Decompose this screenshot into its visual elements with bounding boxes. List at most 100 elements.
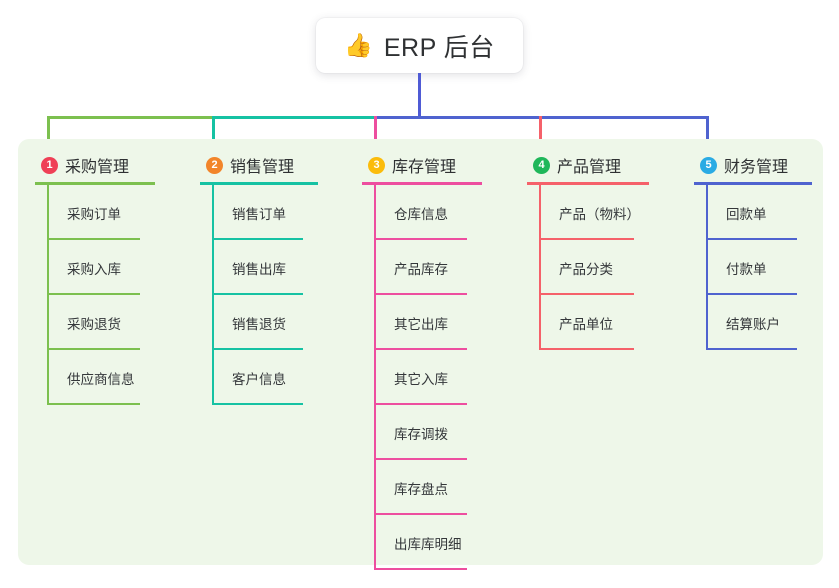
branch-item-label: 回款单 — [726, 206, 767, 222]
branch-item[interactable]: 回款单 — [706, 185, 832, 240]
connector-drop-3 — [374, 116, 377, 147]
branch-number-badge: 1 — [41, 156, 58, 174]
branch-item[interactable]: 付款单 — [706, 240, 832, 295]
branch-item-rule — [374, 568, 467, 570]
branch-item-label: 付款单 — [726, 261, 767, 277]
branch-header-2[interactable]: 2 销售管理 — [200, 151, 338, 179]
branch-item-rule — [539, 238, 634, 240]
branch-item[interactable]: 仓库信息 — [374, 185, 502, 240]
branch-item-label: 采购退货 — [67, 316, 121, 332]
branch-items: 回款单付款单结算账户 — [694, 185, 832, 350]
branch-item[interactable]: 库存调拨 — [374, 405, 502, 460]
branch-header-rule — [200, 182, 318, 185]
branch-item[interactable]: 销售订单 — [212, 185, 338, 240]
branch-item-label: 出库库明细 — [394, 536, 462, 552]
branch-title: 产品管理 — [557, 159, 622, 176]
branch-item-rule — [706, 238, 797, 240]
connector-drop-2 — [212, 116, 215, 147]
branch-header-4[interactable]: 4 产品管理 — [527, 151, 669, 179]
branch-item-rule — [47, 293, 140, 295]
branch-title: 财务管理 — [724, 159, 789, 176]
branch-item[interactable]: 其它入库 — [374, 350, 502, 405]
branch-spine — [374, 185, 376, 570]
branch-item-label: 客户信息 — [232, 371, 286, 387]
branch-header-5[interactable]: 5 财务管理 — [694, 151, 832, 179]
branch-item[interactable]: 产品单位 — [539, 295, 669, 350]
branch-item-label: 结算账户 — [726, 316, 780, 332]
connector-drop-5 — [706, 116, 709, 147]
branch-item-label: 采购订单 — [67, 206, 121, 222]
branch-item-label: 产品库存 — [394, 261, 448, 277]
branch-title: 销售管理 — [230, 159, 295, 176]
branch-header-rule — [527, 182, 649, 185]
branch-item[interactable]: 销售出库 — [212, 240, 338, 295]
branch-column-1: 1 采购管理采购订单采购入库采购退货供应商信息 — [35, 151, 175, 405]
branch-item[interactable]: 客户信息 — [212, 350, 338, 405]
branch-column-4: 4 产品管理产品（物料） 产品分类产品单位 — [527, 151, 669, 350]
branch-spine — [539, 185, 541, 350]
branch-item[interactable]: 出库库明细 — [374, 515, 502, 570]
branch-item-label: 销售订单 — [232, 206, 286, 222]
branch-item-rule — [374, 458, 467, 460]
branch-item-rule — [374, 238, 467, 240]
branch-title: 采购管理 — [65, 159, 130, 176]
branch-item[interactable]: 采购入库 — [47, 240, 175, 295]
branch-item-rule — [212, 403, 303, 405]
branch-item-rule — [212, 238, 303, 240]
branch-item[interactable]: 采购订单 — [47, 185, 175, 240]
branch-item-label: 库存盘点 — [394, 481, 448, 497]
root-node[interactable]: 👍 ERP 后台 — [316, 18, 523, 73]
branch-items: 仓库信息产品库存其它出库其它入库库存调拨库存盘点出库库明细 — [362, 185, 502, 570]
branch-item-rule — [374, 293, 467, 295]
branch-item-rule — [374, 348, 467, 350]
branch-spine — [47, 185, 49, 405]
branch-item-rule — [706, 293, 797, 295]
root-stem — [418, 73, 421, 119]
branch-items: 采购订单采购入库采购退货供应商信息 — [35, 185, 175, 405]
branch-item-label: 采购入库 — [67, 261, 121, 277]
hbar-teal — [212, 116, 374, 119]
branch-item[interactable]: 其它出库 — [374, 295, 502, 350]
branch-item[interactable]: 库存盘点 — [374, 460, 502, 515]
branch-item-rule — [212, 348, 303, 350]
branch-item-label: 库存调拨 — [394, 426, 448, 442]
branch-header-1[interactable]: 1 采购管理 — [35, 151, 175, 179]
branch-item-rule — [374, 513, 467, 515]
branch-item-rule — [539, 293, 634, 295]
connector-drop-1 — [47, 116, 50, 147]
branch-spine — [706, 185, 708, 350]
branch-item-label: 产品（物料） — [559, 206, 640, 222]
branch-item-label: 销售退货 — [232, 316, 286, 332]
hbar-green — [47, 116, 212, 119]
branch-header-rule — [35, 182, 155, 185]
branch-number-badge: 2 — [206, 156, 223, 174]
branch-item-rule — [47, 238, 140, 240]
branch-item-label: 其它出库 — [394, 316, 448, 332]
branch-item-label: 产品单位 — [559, 316, 613, 332]
branch-items: 产品（物料） 产品分类产品单位 — [527, 185, 669, 350]
branch-item[interactable]: 供应商信息 — [47, 350, 175, 405]
branch-item[interactable]: 销售退货 — [212, 295, 338, 350]
branch-spine — [212, 185, 214, 405]
branch-item[interactable]: 结算账户 — [706, 295, 832, 350]
branch-number-badge: 4 — [533, 156, 550, 174]
branch-item-rule — [374, 403, 467, 405]
branch-items: 销售订单销售出库销售退货客户信息 — [200, 185, 338, 405]
branch-item-rule — [212, 293, 303, 295]
branch-item-label: 仓库信息 — [394, 206, 448, 222]
branch-item-label: 供应商信息 — [67, 371, 135, 387]
branch-item[interactable]: 产品分类 — [539, 240, 669, 295]
branch-number-badge: 5 — [700, 156, 717, 174]
branch-item[interactable]: 产品（物料） — [539, 185, 669, 240]
branch-item[interactable]: 产品库存 — [374, 240, 502, 295]
branch-header-rule — [362, 182, 482, 185]
branch-item-rule — [47, 348, 140, 350]
branch-item[interactable]: 采购退货 — [47, 295, 175, 350]
branch-item-rule — [539, 348, 634, 350]
connector-drop-4 — [539, 116, 542, 147]
branch-item-label: 销售出库 — [232, 261, 286, 277]
root-title: ERP 后台 — [383, 33, 495, 62]
branch-title: 库存管理 — [392, 159, 457, 176]
